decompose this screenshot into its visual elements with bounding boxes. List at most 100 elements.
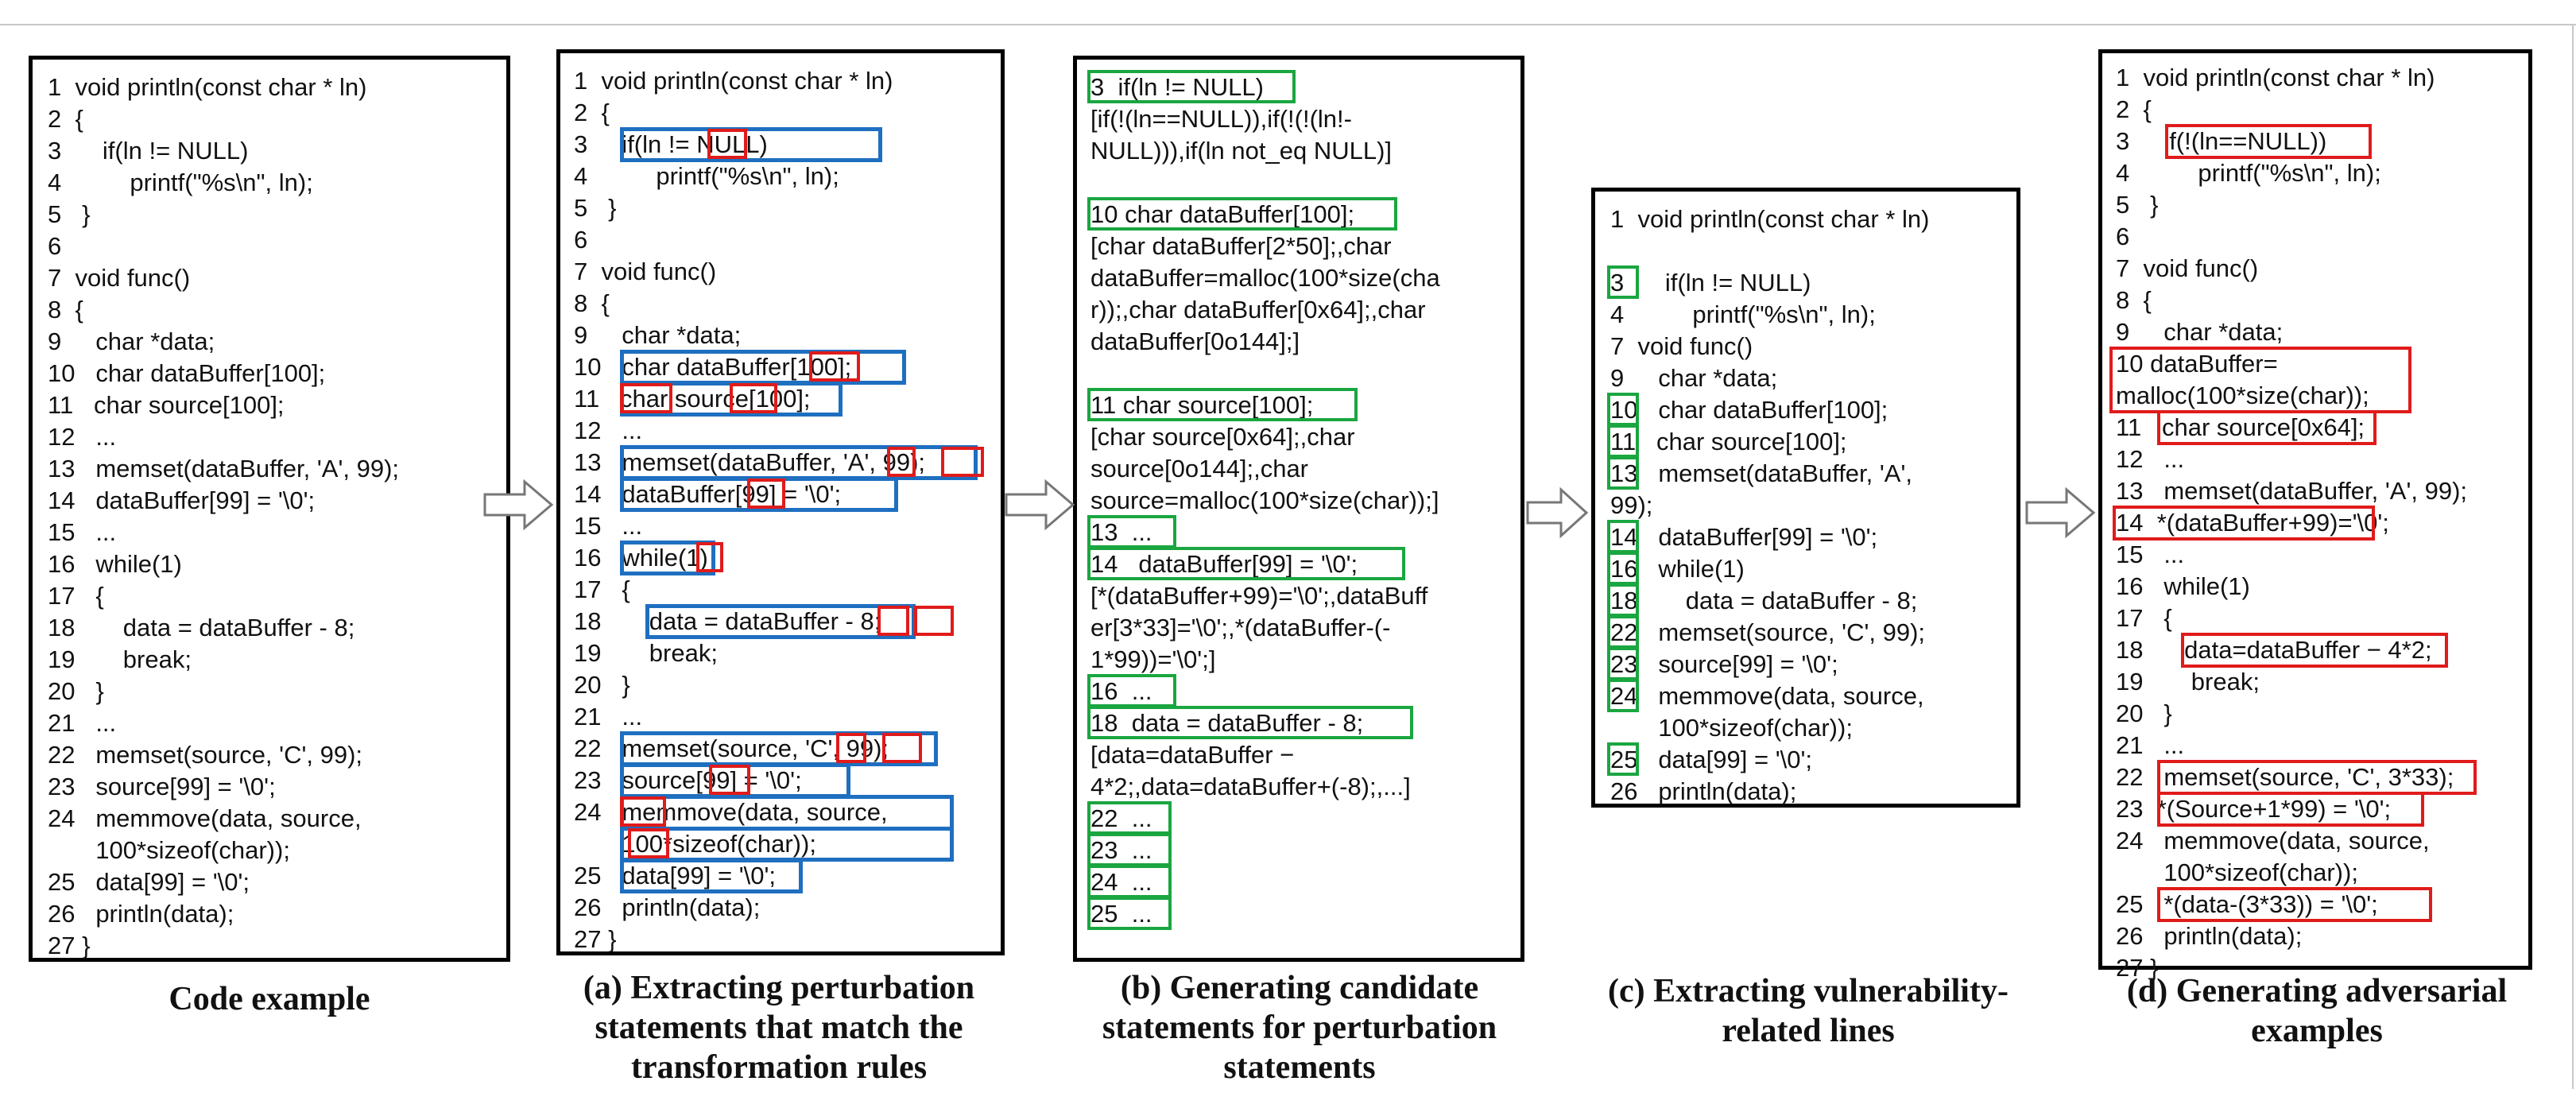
caption-c: (c) Extracting vulnerability- related li… <box>1582 971 2035 1051</box>
vulnerability-line-box <box>1607 456 1639 490</box>
perturbation-statement-box <box>645 604 916 639</box>
code-line: 12 ... <box>574 417 643 444</box>
panel-b-listing: 3 if(ln != NULL)[if(!(ln==NULL)),if(!(!(… <box>1090 72 1440 930</box>
code-line: 24 memmove(data, source, <box>574 798 888 826</box>
candidate-statement-box <box>1087 388 1358 421</box>
code-line: malloc(100*size(char)); <box>2116 382 2369 409</box>
panel-c-listing: 1 void println(const char * ln)3 if(ln !… <box>1610 203 1929 808</box>
code-line: 5 } <box>2116 191 2159 219</box>
code-line: 15 ... <box>2116 541 2185 568</box>
code-line: 25 data[99] = '\0'; <box>1610 746 1812 773</box>
code-line: 22 memset(source, 'C', 3*33); <box>2116 763 2454 791</box>
caption-line: Code example <box>169 981 370 1017</box>
code-line: 19 break; <box>48 645 192 673</box>
code-line: 15 ... <box>48 518 117 546</box>
code-line: 18 data = dataBuffer - 8; <box>48 614 355 641</box>
code-line: 3 if(ln != NULL) <box>574 130 768 158</box>
caption-d: (d) Generating adversarial examples <box>2082 971 2551 1051</box>
code-line: 24 memmove(data, source, <box>48 804 362 832</box>
code-line: 27 } <box>574 925 617 953</box>
code-line: 21 ... <box>48 709 117 737</box>
arrow-right-icon <box>1005 479 1075 531</box>
code-line: 5 } <box>48 200 91 228</box>
vulnerability-line-box <box>1607 520 1639 553</box>
code-line: 8 { <box>2116 286 2152 314</box>
code-line: 14 *(dataBuffer+99)='\0'; <box>2116 509 2389 537</box>
caption-line: statements <box>1223 1049 1376 1086</box>
code-line: 9 char *data; <box>1610 364 1778 392</box>
code-line: source[0o144];,char <box>1090 455 1309 482</box>
transform-token-box <box>877 606 909 636</box>
vulnerability-line-box <box>1607 552 1639 585</box>
code-line: [if(!(ln==NULL)),if(!(!(ln!- <box>1090 105 1352 133</box>
code-line: source=malloc(100*size(char));] <box>1090 486 1439 514</box>
code-line: 4 printf("%s\n", ln); <box>574 162 839 190</box>
transform-token-box <box>747 479 785 509</box>
code-line: 10 char dataBuffer[100]; <box>1610 396 1888 424</box>
code-line: 14 dataBuffer[99] = '\0'; <box>1610 523 1878 551</box>
code-line: 19 break; <box>2116 668 2260 696</box>
top-frame-line <box>0 24 2576 25</box>
code-line: 23 ... <box>1090 836 1152 864</box>
vulnerability-line-box <box>1607 393 1639 426</box>
code-line: 18 data = dataBuffer - 8; <box>1090 709 1364 737</box>
panel-d-listing: 1 void println(const char * ln)2 {3 if(!… <box>2116 62 2467 984</box>
code-line: 16 while(1) <box>574 544 708 572</box>
arrow-right-icon <box>1526 486 1589 539</box>
code-line: 21 ... <box>2116 731 2185 759</box>
caption-code-example: Code example <box>29 979 510 1019</box>
code-line: 100*sizeof(char)); <box>1610 714 1853 742</box>
code-line: 24 memmove(data, source, <box>2116 827 2430 854</box>
code-line: 23 source[99] = '\0'; <box>48 773 276 800</box>
adversarial-statement-box <box>2157 410 2377 445</box>
code-line: 21 ... <box>574 703 643 730</box>
code-line: 18 data=dataBuffer − 4*2; <box>2116 636 2432 664</box>
candidate-statement-box <box>1087 70 1296 103</box>
code-line: 13 memset(dataBuffer, 'A', 99); <box>2116 477 2468 505</box>
transform-token-box <box>882 733 922 763</box>
code-line: 4*2;,data=dataBuffer+(-8);,...] <box>1090 773 1411 800</box>
code-line: 16 ... <box>1090 677 1152 705</box>
adversarial-statement-box <box>2113 506 2375 541</box>
code-line: 100*sizeof(char)); <box>48 836 290 864</box>
code-line: 26 println(data); <box>2116 922 2303 950</box>
code-line <box>1090 358 1440 389</box>
code-line: 4 printf("%s\n", ln); <box>1610 300 1876 328</box>
caption-a: (a) Extracting perturbation statements t… <box>525 968 1033 1087</box>
caption-line: transformation rules <box>630 1049 928 1086</box>
code-line: 10 char dataBuffer[100]; <box>48 359 326 387</box>
adversarial-statement-box <box>2157 887 2432 922</box>
caption-line: (c) Extracting vulnerability- <box>1608 973 2009 1009</box>
code-line: dataBuffer[0o144];] <box>1090 327 1300 355</box>
code-line: 20 } <box>574 671 630 699</box>
code-line: 1 void println(const char * ln) <box>2116 64 2435 91</box>
code-line: 100*sizeof(char)); <box>2116 858 2358 886</box>
code-line: 13 memset(dataBuffer, 'A', 99); <box>48 455 400 482</box>
code-line: 27 } <box>48 932 91 959</box>
candidate-statement-box <box>1087 833 1172 866</box>
transform-token-box <box>914 606 954 636</box>
code-line: 11 char source[100]; <box>1090 391 1314 419</box>
perturbation-statement-box <box>620 827 954 862</box>
code-line: 19 break; <box>574 639 718 667</box>
transform-token-box <box>620 383 672 413</box>
code-line: 25 data[99] = '\0'; <box>574 862 776 889</box>
code-line: 13 ... <box>1090 518 1152 546</box>
code-line: 3 if(!(ln==NULL)) <box>2116 127 2327 155</box>
vulnerability-line-box <box>1607 583 1639 617</box>
candidate-statement-box <box>1087 897 1172 930</box>
code-line: 7 void func() <box>48 264 191 292</box>
code-line: 4 printf("%s\n", ln); <box>48 169 313 196</box>
panel-b <box>1073 56 1524 962</box>
perturbation-statement-box <box>620 541 715 575</box>
arrow-right-icon <box>483 479 554 531</box>
code-line: 9 char *data; <box>2116 318 2284 346</box>
candidate-statement-box <box>1087 547 1405 580</box>
code-line: 14 dataBuffer[99] = '\0'; <box>1090 550 1358 578</box>
code-line: 12 ... <box>2116 445 2185 473</box>
perturbation-statement-box <box>620 858 803 893</box>
code-line: 26 println(data); <box>574 893 761 921</box>
transform-token-box <box>809 351 860 382</box>
caption-b: (b) Generating candidate statements for … <box>1049 968 1550 1087</box>
candidate-statement-box <box>1087 197 1397 231</box>
